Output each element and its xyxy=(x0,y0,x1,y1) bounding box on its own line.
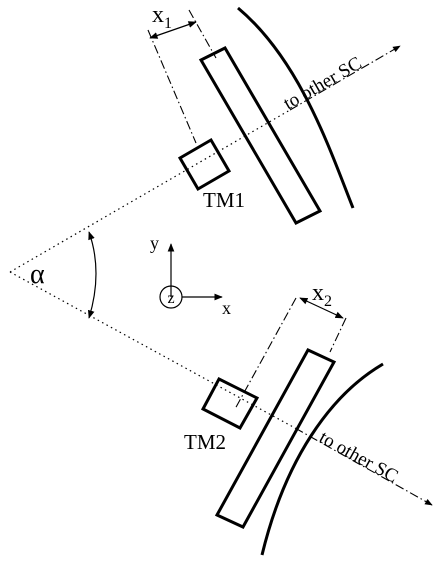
housing-bar-bottom xyxy=(214,348,337,529)
label-tm2: TM2 xyxy=(184,430,226,454)
spacecraft-hull-top xyxy=(237,6,355,209)
x2-extension-left xyxy=(234,297,297,410)
label-to-other-sc-top: to other SC xyxy=(280,53,365,114)
label-axis-z: z xyxy=(167,290,174,307)
label-axis-y: y xyxy=(150,233,159,253)
laser-line-top-dashdot xyxy=(289,45,401,111)
z-axis-circle xyxy=(159,285,183,309)
tm2-square xyxy=(200,377,260,430)
x2-dimension-arrow xyxy=(299,297,344,319)
x1-extension-left xyxy=(147,29,197,144)
label-x2: x2 xyxy=(312,280,332,310)
label-alpha: α xyxy=(30,259,45,290)
housing-bar-top xyxy=(198,46,323,225)
x1-extension-right xyxy=(188,9,217,59)
label-to-other-sc-bottom: to other SC xyxy=(316,427,402,487)
alpha-arc xyxy=(87,231,97,319)
label-tm1: TM1 xyxy=(203,188,245,212)
tm1-square xyxy=(177,137,232,192)
x1-dimension-arrow xyxy=(149,21,197,39)
laser-line-bottom-dashdot xyxy=(294,427,433,506)
laser-line-bottom-dotted xyxy=(9,271,296,429)
label-axis-x: x xyxy=(222,298,231,318)
label-x1: x1 xyxy=(152,2,172,32)
spacecraft-hull-bottom xyxy=(260,362,384,556)
x2-extension-right xyxy=(329,317,347,353)
